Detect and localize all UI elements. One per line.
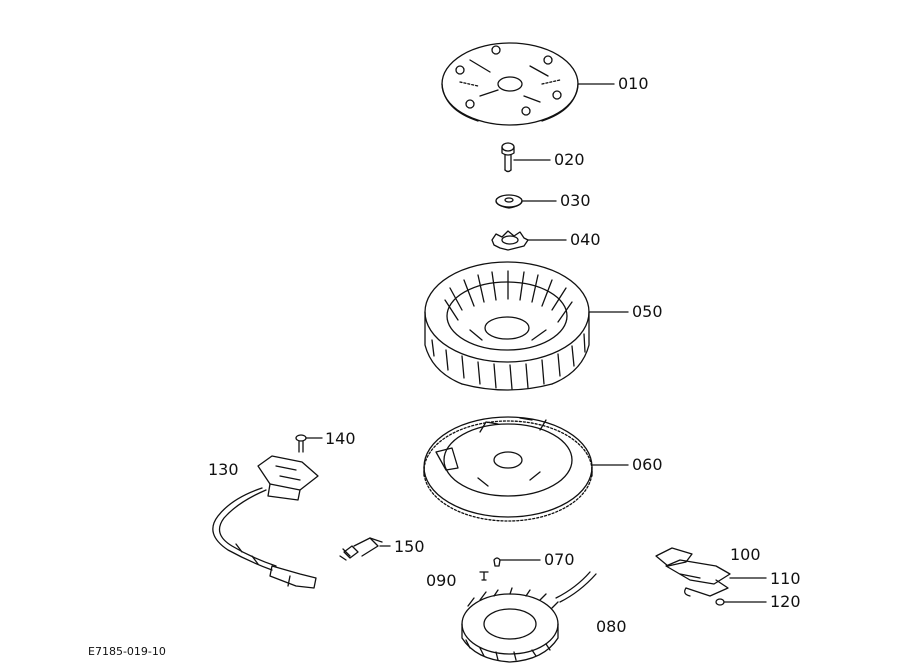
- part-090-screw: [479, 571, 489, 581]
- callout-130: 130: [208, 460, 239, 479]
- callout-010: 010: [618, 74, 649, 93]
- callout-110: 110: [770, 569, 801, 588]
- callout-060: 060: [632, 455, 663, 474]
- callout-140: 140: [325, 429, 356, 448]
- callout-050: 050: [632, 302, 663, 321]
- callout-020: 020: [554, 150, 585, 169]
- part-020-bolt: [501, 142, 515, 173]
- drawing-id: E7185-019-10: [88, 645, 166, 658]
- callout-080: 080: [596, 617, 627, 636]
- part-150-spark-plug: [339, 537, 383, 561]
- callout-090: 090: [426, 571, 457, 590]
- callout-040: 040: [570, 230, 601, 249]
- callout-100: 100: [730, 545, 761, 564]
- callout-150: 150: [394, 537, 425, 556]
- callout-030: 030: [560, 191, 591, 210]
- callout-070: 070: [544, 550, 575, 569]
- part-130-ignition-coil: [212, 455, 319, 589]
- part-040-starter-pulley: [491, 230, 529, 251]
- part-010-cover-plate: [441, 42, 579, 126]
- part-100-110-120-bracket: [655, 547, 731, 606]
- part-060-flywheel: [423, 416, 593, 522]
- part-030-washer: [495, 194, 523, 209]
- part-080-stator: [461, 571, 597, 663]
- part-050-flywheel-fan: [424, 261, 590, 391]
- part-070-screw: [493, 557, 501, 567]
- part-140-screw: [295, 434, 307, 453]
- callout-120: 120: [770, 592, 801, 611]
